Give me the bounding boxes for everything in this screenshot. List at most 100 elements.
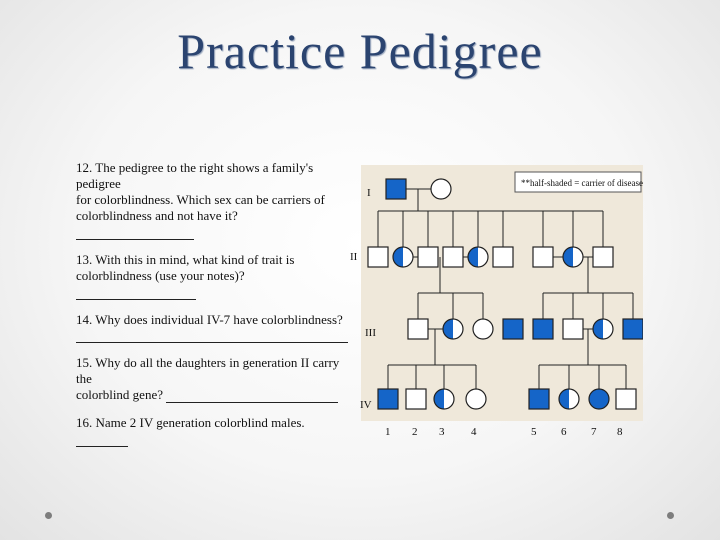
symbol-body	[533, 247, 553, 267]
carrier-half-fill	[563, 247, 573, 267]
symbol-outline	[622, 318, 643, 340]
question-14-line-1: 14. Why does individual IV-7 have colorb…	[76, 312, 343, 327]
individual-ii-9-male-unaffected	[592, 246, 614, 268]
individual-iv-6-female-carrier	[558, 388, 580, 410]
symbol-outline	[433, 388, 455, 410]
question-13: 13. With this in mind, what kind of trai…	[76, 252, 356, 300]
symbol-body	[466, 389, 486, 409]
symbol-outline	[467, 246, 489, 268]
individual-iii-8-male-affected	[622, 318, 643, 340]
symbol-outline	[472, 318, 494, 340]
answer-12-blank[interactable]	[76, 227, 194, 240]
symbol-body	[563, 319, 583, 339]
generation-label-ii: II	[350, 251, 358, 263]
carrier-half-fill	[443, 319, 453, 339]
question-12-line-2: for colorblindness. Which sex can be car…	[76, 192, 325, 207]
legend-box	[514, 171, 642, 193]
symbol-body	[623, 319, 643, 339]
nav-dot-right[interactable]	[667, 512, 674, 519]
symbol-outline	[442, 318, 464, 340]
pedigree-individuals	[367, 178, 643, 410]
individual-ii-5-female-carrier	[467, 246, 489, 268]
answer-13-blank[interactable]	[76, 287, 196, 300]
individual-iv-2-male-unaffected	[405, 388, 427, 410]
individual-i-2-female-unaffected	[430, 178, 452, 200]
carrier-half-fill	[559, 389, 569, 409]
symbol-body	[368, 247, 388, 267]
symbol-outline	[385, 178, 407, 200]
symbol-outline	[592, 246, 614, 268]
pedigree-legend: **half-shaded = carrier of disease	[514, 171, 643, 193]
answer-16-blank[interactable]	[76, 434, 128, 447]
question-15: 15. Why do all the daughters in generati…	[76, 355, 356, 403]
question-14: 14. Why does individual IV-7 have colorb…	[76, 312, 356, 343]
individual-ii-2-female-carrier	[392, 246, 414, 268]
question-12-line-1: 12. The pedigree to the right shows a fa…	[76, 160, 314, 191]
symbol-outline	[532, 318, 554, 340]
answer-14-blank[interactable]	[76, 328, 348, 343]
carrier-half-fill	[393, 247, 403, 267]
symbol-outline	[528, 388, 550, 410]
answer-15-blank[interactable]	[166, 390, 339, 403]
question-16-line-1: 16. Name 2 IV generation colorblind male…	[76, 415, 305, 430]
individual-number-7: 7	[591, 426, 597, 438]
individual-number-1: 1	[385, 426, 391, 438]
individual-number-4: 4	[471, 426, 477, 438]
individual-ii-6-male-unaffected	[492, 246, 514, 268]
symbol-outline	[430, 178, 452, 200]
individual-iv-5-male-affected	[528, 388, 550, 410]
individual-number-5: 5	[531, 426, 537, 438]
question-15-line-2: colorblind gene?	[76, 387, 163, 402]
symbol-body	[406, 389, 426, 409]
symbol-outline	[592, 318, 614, 340]
individual-number-2: 2	[412, 426, 418, 438]
symbol-body	[418, 247, 438, 267]
generation-label-iii: III	[365, 327, 376, 339]
symbol-outline	[562, 246, 584, 268]
symbol-body	[529, 389, 549, 409]
symbol-outline	[405, 388, 427, 410]
carrier-half-fill	[434, 389, 444, 409]
symbol-body	[408, 319, 428, 339]
individual-iv-8-male-unaffected	[615, 388, 637, 410]
symbol-outline	[502, 318, 524, 340]
individual-iii-5-male-affected	[532, 318, 554, 340]
symbol-body	[533, 319, 553, 339]
question-list: 12. The pedigree to the right shows a fa…	[76, 160, 356, 459]
individual-iv-1-male-affected	[377, 388, 399, 410]
symbol-body	[473, 319, 493, 339]
generation-label-iv: IV	[360, 399, 372, 411]
individual-number-3: 3	[439, 426, 445, 438]
symbol-body	[443, 247, 463, 267]
question-16: 16. Name 2 IV generation colorblind male…	[76, 415, 356, 447]
symbol-outline	[417, 246, 439, 268]
symbol-outline	[392, 246, 414, 268]
symbol-outline	[562, 318, 584, 340]
symbol-body	[503, 319, 523, 339]
symbol-body	[589, 389, 609, 409]
symbol-body	[493, 247, 513, 267]
symbol-outline	[532, 246, 554, 268]
symbol-body	[386, 179, 406, 199]
individual-ii-1-male-unaffected	[367, 246, 389, 268]
generation-label-i: I	[367, 187, 371, 199]
nav-dot-left[interactable]	[45, 512, 52, 519]
symbol-outline	[615, 388, 637, 410]
legend-text: **half-shaded = carrier of disease	[521, 178, 643, 188]
symbol-outline	[465, 388, 487, 410]
pedigree-chart: **half-shaded = carrier of disease I II …	[350, 165, 643, 438]
symbol-outline	[588, 388, 610, 410]
individual-iv-7-female-affected	[588, 388, 610, 410]
symbol-outline	[377, 388, 399, 410]
individual-ii-8-female-carrier	[562, 246, 584, 268]
individual-number-8: 8	[617, 426, 623, 438]
question-13-line-1: 13. With this in mind, what kind of trai…	[76, 252, 295, 267]
symbol-body	[616, 389, 636, 409]
individual-iii-3-female-unaffected	[472, 318, 494, 340]
question-15-line-1: 15. Why do all the daughters in generati…	[76, 355, 340, 386]
individual-iii-4-male-affected	[502, 318, 524, 340]
question-12-line-3: colorblindness and not have it?	[76, 208, 238, 223]
individual-iii-2-female-carrier	[442, 318, 464, 340]
individual-iv-4-female-unaffected	[465, 388, 487, 410]
individual-ii-4-male-unaffected	[442, 246, 464, 268]
